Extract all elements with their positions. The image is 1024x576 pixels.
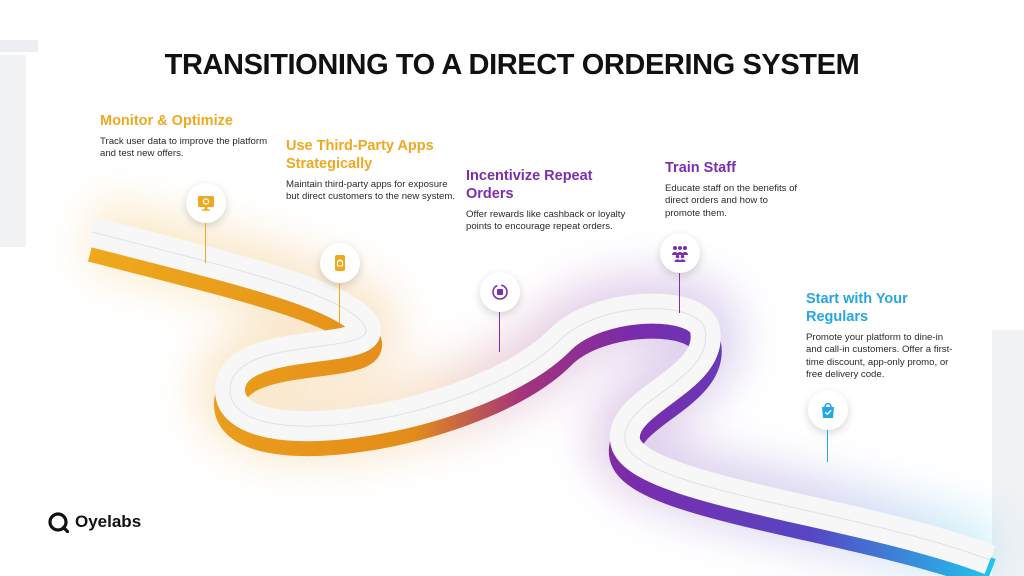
- monitor-icon: [198, 196, 214, 211]
- brand-name: Oyelabs: [75, 512, 142, 531]
- step-monitor-optimize: Monitor & Optimize Track user data to im…: [100, 112, 275, 161]
- page-title: TRANSITIONING TO A DIRECT ORDERING SYSTE…: [164, 49, 860, 81]
- marker-third-party-apps: [320, 243, 360, 323]
- step-description: Maintain third-party apps for exposure b…: [286, 179, 456, 203]
- marker-badge: [480, 272, 520, 312]
- step-third-party-apps: Use Third-Party Apps Strategically Maint…: [286, 137, 456, 204]
- step-title: Monitor & Optimize: [100, 113, 233, 129]
- marker-badge: [320, 243, 360, 283]
- step-train-staff: Train Staff Educate staff on the benefit…: [665, 159, 805, 220]
- marker-badge: [186, 183, 226, 223]
- step-start-with-regulars: Start with Your Regulars Promote your pl…: [806, 290, 956, 381]
- marker-badge: [808, 390, 848, 430]
- step-title: Train Staff: [665, 160, 736, 176]
- decor-left-block: [0, 40, 38, 52]
- marker-stem: [499, 312, 501, 352]
- oyelabs-logo-icon: [48, 512, 69, 533]
- step-title: Incentivize Repeat Orders: [466, 168, 593, 202]
- phone-app-icon: [335, 255, 345, 271]
- brand-logo: Oyelabs: [47, 511, 141, 533]
- marker-stem: [205, 223, 207, 263]
- road-outline: [91, 231, 991, 561]
- marker-start-with-regulars: [808, 390, 848, 462]
- marker-incentivize-repeat-orders: [480, 272, 520, 352]
- marker-train-staff: [660, 233, 700, 313]
- step-description: Track user data to improve the platform …: [100, 136, 268, 160]
- marker-stem: [679, 273, 681, 313]
- marker-stem: [339, 283, 341, 323]
- reward-cycle-icon: [492, 284, 508, 300]
- marker-stem: [827, 430, 829, 462]
- step-title: Use Third-Party Apps Strategically: [286, 138, 434, 172]
- decor-left-panel: [0, 55, 26, 247]
- step-description: Promote your platform to dine-in and cal…: [806, 332, 953, 380]
- shopping-bag-icon: [822, 402, 834, 418]
- step-incentivize-repeat-orders: Incentivize Repeat Orders Offer rewards …: [466, 167, 626, 234]
- marker-badge: [660, 233, 700, 273]
- marker-monitor-optimize: [186, 183, 226, 263]
- step-title: Start with Your Regulars: [806, 291, 908, 325]
- team-icon: [672, 246, 688, 262]
- step-description: Offer rewards like cashback or loyalty p…: [466, 209, 626, 233]
- step-description: Educate staff on the benefits of direct …: [665, 183, 798, 219]
